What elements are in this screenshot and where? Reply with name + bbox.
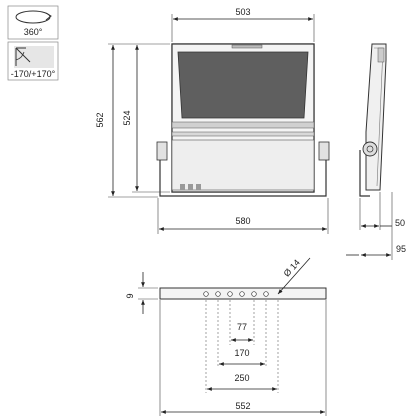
tilt-knob-icon (362, 141, 378, 157)
front-view (156, 43, 330, 197)
dim-spacing-170: 170 (219, 348, 265, 366)
tilt-box: -170/+170° (7, 41, 59, 81)
dim-height-body: 524 (122, 45, 170, 193)
dim-depth-b: 95 (346, 192, 406, 260)
rotation-label: 360° (24, 27, 43, 37)
mounting-holes (203, 291, 269, 297)
side-view (359, 43, 387, 197)
mounting-view (159, 287, 327, 393)
tilt-angle-icon (14, 46, 54, 68)
mounting-hole (251, 291, 257, 297)
dim-524-label: 524 (122, 110, 132, 125)
dim-562-label: 562 (95, 112, 105, 127)
rotation-box: 360° (7, 5, 59, 40)
dim-thickness: 9 (125, 272, 158, 314)
mounting-hole (203, 291, 209, 297)
dim-95-label: 95 (396, 244, 406, 254)
tilt-label: -170/+170° (11, 69, 56, 79)
rotation-360-icon (15, 10, 52, 24)
mounting-hole (239, 291, 245, 297)
dim-height-total: 562 (95, 43, 170, 198)
dim-spacing-250: 250 (207, 373, 277, 391)
dim-spacing-77: 77 (231, 322, 253, 342)
dim-170-label: 170 (234, 348, 249, 358)
dim-50-label: 50 (395, 218, 405, 228)
dim-depth-a: 50 (359, 192, 405, 230)
dim-250-label: 250 (234, 373, 249, 383)
mounting-hole (227, 291, 233, 297)
dim-hole-label: Ø 14 (282, 257, 302, 278)
dim-503-label: 503 (235, 7, 250, 17)
dim-580-label: 580 (235, 216, 250, 226)
dim-9-label: 9 (125, 293, 135, 298)
mounting-hole (263, 291, 269, 297)
dim-552-label: 552 (235, 401, 250, 411)
dim-width-bracket: 580 (157, 198, 329, 234)
mounting-hole (215, 291, 221, 297)
dim-width-top: 503 (171, 7, 315, 42)
dim-total-length: 552 (159, 300, 327, 416)
dim-77-label: 77 (237, 322, 247, 332)
